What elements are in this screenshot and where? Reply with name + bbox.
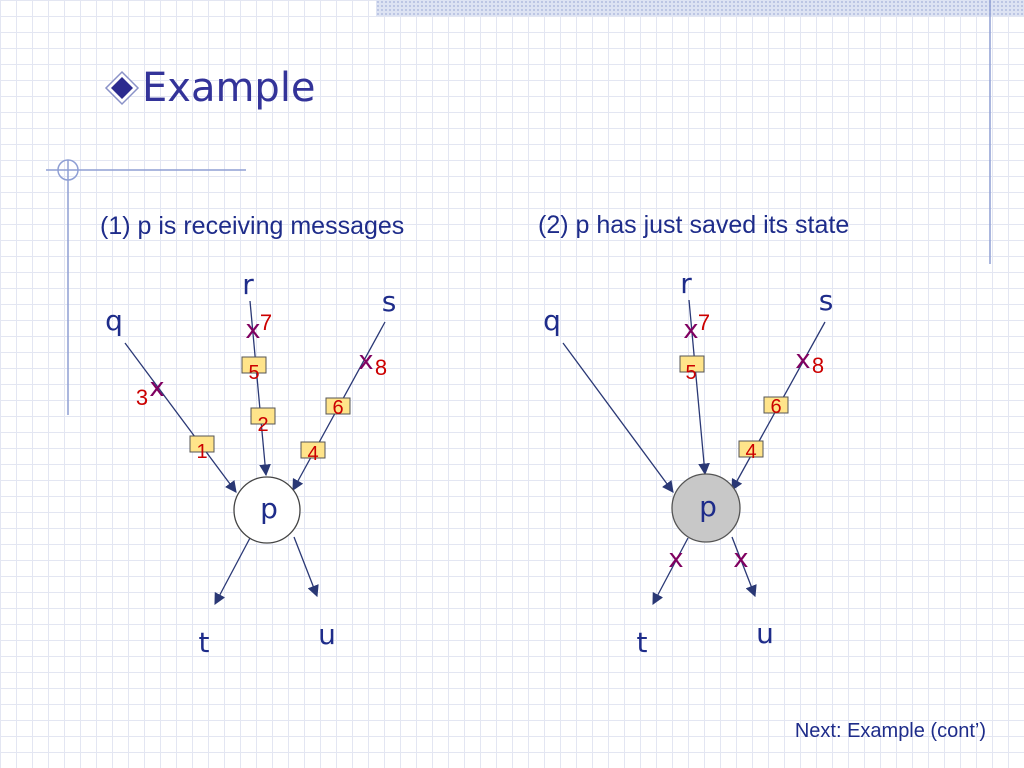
rule-circle — [57, 159, 79, 181]
diagram1-process-label: p — [260, 492, 278, 525]
diagram1-message-box-2: 2 — [250, 407, 276, 436]
diagram2-node-t: t — [637, 626, 648, 659]
diagram1-message-box-1: 1 — [189, 435, 215, 463]
diagram1-channel-t — [214, 537, 251, 606]
diagram2-node-s: s — [819, 284, 834, 317]
diagram1-node-r: r — [242, 268, 254, 301]
diagram2-process-circle — [671, 473, 741, 543]
diagram1-channel-r — [249, 300, 271, 477]
diagram2-process-label: p — [699, 490, 717, 523]
diagram1-node-u: u — [318, 618, 336, 651]
diagram2-lost-number-r: 7 — [698, 310, 710, 335]
diagram1-message-number-4: 4 — [307, 443, 318, 465]
diagram2-message-box-5: 5 — [679, 355, 705, 384]
diagram1-message-box-5: 5 — [241, 356, 267, 384]
next-slide-link[interactable]: Next: Example (cont’) — [794, 720, 986, 742]
diagram1-message-number-1: 1 — [196, 441, 207, 463]
diagram1-channel-q — [124, 342, 237, 493]
diagram2-message-number-6: 6 — [770, 396, 781, 418]
title-row: Example — [104, 68, 316, 108]
diagram2-message-number-5: 5 — [685, 362, 696, 384]
diagram2-message-box-4: 4 — [738, 440, 764, 463]
diagram2-message-number-4: 4 — [745, 441, 756, 463]
slide-title: Example — [142, 65, 316, 111]
diagram2-node-q: q — [543, 304, 561, 337]
diagram2-message-box-6: 6 — [763, 396, 789, 418]
diagram2-node-r: r — [680, 267, 692, 300]
diagram1-lost-mark-r: x — [245, 315, 260, 345]
diagram1-node-t: t — [199, 626, 210, 659]
diamond-bullet-icon — [104, 70, 140, 106]
diagram1-lost-number-q: 3 — [136, 385, 148, 410]
diagram1-message-number-5: 5 — [248, 362, 259, 384]
diagram2-lost-number-s: 8 — [812, 353, 824, 378]
diagram1-message-box-4: 4 — [300, 441, 326, 465]
diagram1: p q r s t u x 3 x 7 x 8 1 5 2 6 4 — [105, 268, 396, 659]
diagram2-lost-mark-r: x — [683, 315, 698, 345]
diagram2-node-u: u — [756, 617, 774, 650]
diagram1-caption: (1) p is receiving messages — [100, 212, 405, 240]
diagram2-caption: (2) p has just saved its state — [538, 211, 850, 239]
diagram2-lost-mark-s: x — [795, 345, 810, 375]
diagram1-lost-number-s: 8 — [375, 355, 387, 380]
diagram1-message-box-6: 6 — [325, 397, 351, 419]
diagram2: p q r s t u x 7 x 8 x x 5 6 4 — [543, 267, 833, 659]
diagram1-message-number-2: 2 — [257, 414, 268, 436]
diagram2-lost-mark-t: x — [668, 544, 683, 574]
diagram1-node-s: s — [382, 285, 397, 318]
diagram2-channel-r — [688, 299, 710, 476]
diagram1-lost-mark-q: x — [149, 373, 164, 403]
diagram1-channel-u — [293, 536, 319, 598]
diagram1-lost-number-r: 7 — [260, 310, 272, 335]
diagram2-channel-t — [652, 537, 689, 606]
diagram1-message-number-6: 6 — [332, 397, 343, 419]
top-decorative-band — [376, 0, 1024, 16]
diagram2-channel-q — [562, 342, 674, 493]
diagram1-lost-mark-s: x — [358, 346, 373, 376]
diagram2-channel-u — [731, 536, 757, 598]
diagram1-process-circle — [233, 476, 301, 544]
diagram2-lost-mark-u: x — [733, 544, 748, 574]
diagram1-node-q: q — [105, 304, 123, 337]
